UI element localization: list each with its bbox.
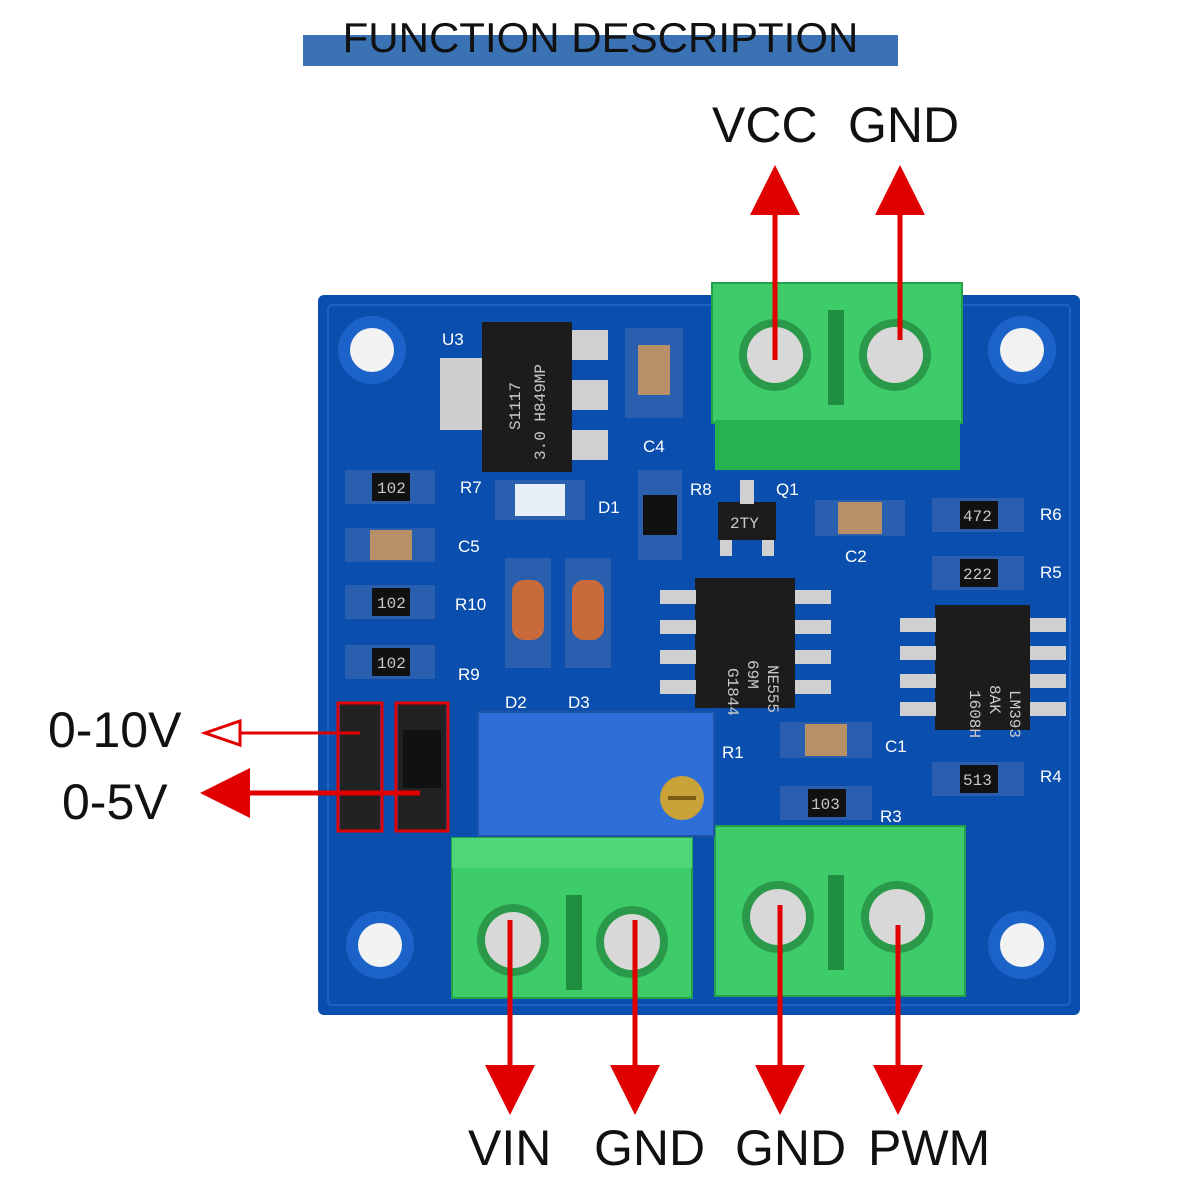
timer-marking-1: NE555 xyxy=(763,665,781,713)
comparator-marking-2: 8AK xyxy=(985,685,1003,714)
terminal-block-output xyxy=(714,825,966,997)
potentiometer xyxy=(477,711,715,837)
timer-marking-2: 69M xyxy=(743,660,761,689)
pin-arrows xyxy=(200,165,925,1115)
page-title: FUNCTION DESCRIPTION xyxy=(342,14,859,61)
silk-label: C5 xyxy=(458,537,480,556)
mounting-holes xyxy=(338,316,1056,979)
silk-label: Q1 xyxy=(776,480,799,499)
title-bar xyxy=(303,35,898,66)
label-mode-0-5v: 0-5V xyxy=(62,774,168,830)
label-pwm: PWM xyxy=(868,1120,991,1176)
silk-label: D1 xyxy=(598,498,620,517)
silk-label: R10 xyxy=(455,595,486,614)
resistor-code: 513 xyxy=(963,772,992,790)
led xyxy=(495,480,585,520)
resistor-code: 222 xyxy=(963,566,992,584)
comparator-marking-3: 1608H xyxy=(965,690,983,738)
silk-label: R3 xyxy=(880,807,902,826)
smd-capacitors xyxy=(345,328,905,758)
regulator-marking-1: S1117 xyxy=(507,382,525,430)
resistor-code: 102 xyxy=(377,655,406,673)
transistor-marking: 2TY xyxy=(730,515,759,533)
silk-label: C1 xyxy=(885,737,907,756)
silk-label: R4 xyxy=(1040,767,1062,786)
resistor-code: 102 xyxy=(377,480,406,498)
silk-label: R8 xyxy=(690,480,712,499)
silk-label: C4 xyxy=(643,437,665,456)
silk-label: D2 xyxy=(505,693,527,712)
silk-label: C2 xyxy=(845,547,867,566)
silk-label: R5 xyxy=(1040,563,1062,582)
comparator-chip: LM393 8AK 1608H xyxy=(900,605,1066,738)
silk-label: R1 xyxy=(722,743,744,762)
label-gnd-top: GND xyxy=(848,97,960,153)
regulator-chip: S1117 3.0 H849MP xyxy=(440,322,608,472)
regulator-marking-2: 3.0 H849MP xyxy=(532,364,550,460)
silk-label: R7 xyxy=(460,478,482,497)
smd-resistors: 102 102 102 472 222 513 103 xyxy=(345,470,1024,820)
jumper-header xyxy=(336,701,450,833)
label-vcc: VCC xyxy=(712,97,818,153)
label-gnd-input: GND xyxy=(594,1120,706,1176)
silkscreen-labels: U3 R7 D1 C4 R8 Q1 R6 R5 C5 C2 R10 R9 D2 … xyxy=(442,330,1062,826)
terminal-block-input xyxy=(451,837,693,999)
label-gnd-output: GND xyxy=(735,1120,847,1176)
silk-label: R9 xyxy=(458,665,480,684)
resistor-code: 102 xyxy=(377,595,406,613)
silk-label: U3 xyxy=(442,330,464,349)
comparator-marking-1: LM393 xyxy=(1005,690,1023,738)
mode-0-10v-arrowhead xyxy=(200,718,242,748)
diodes xyxy=(505,558,611,668)
terminal-block-top xyxy=(711,282,963,470)
timer-chip: NE555 69M G1844 xyxy=(660,578,831,716)
resistor-code: 103 xyxy=(811,796,840,814)
label-mode-0-10v: 0-10V xyxy=(48,702,182,758)
resistor-vertical xyxy=(638,470,682,560)
silk-label: D3 xyxy=(568,693,590,712)
resistor-code: 472 xyxy=(963,508,992,526)
label-vin: VIN xyxy=(468,1120,552,1176)
silk-label: R6 xyxy=(1040,505,1062,524)
timer-marking-3: G1844 xyxy=(723,668,741,716)
transistor: 2TY xyxy=(718,480,776,556)
